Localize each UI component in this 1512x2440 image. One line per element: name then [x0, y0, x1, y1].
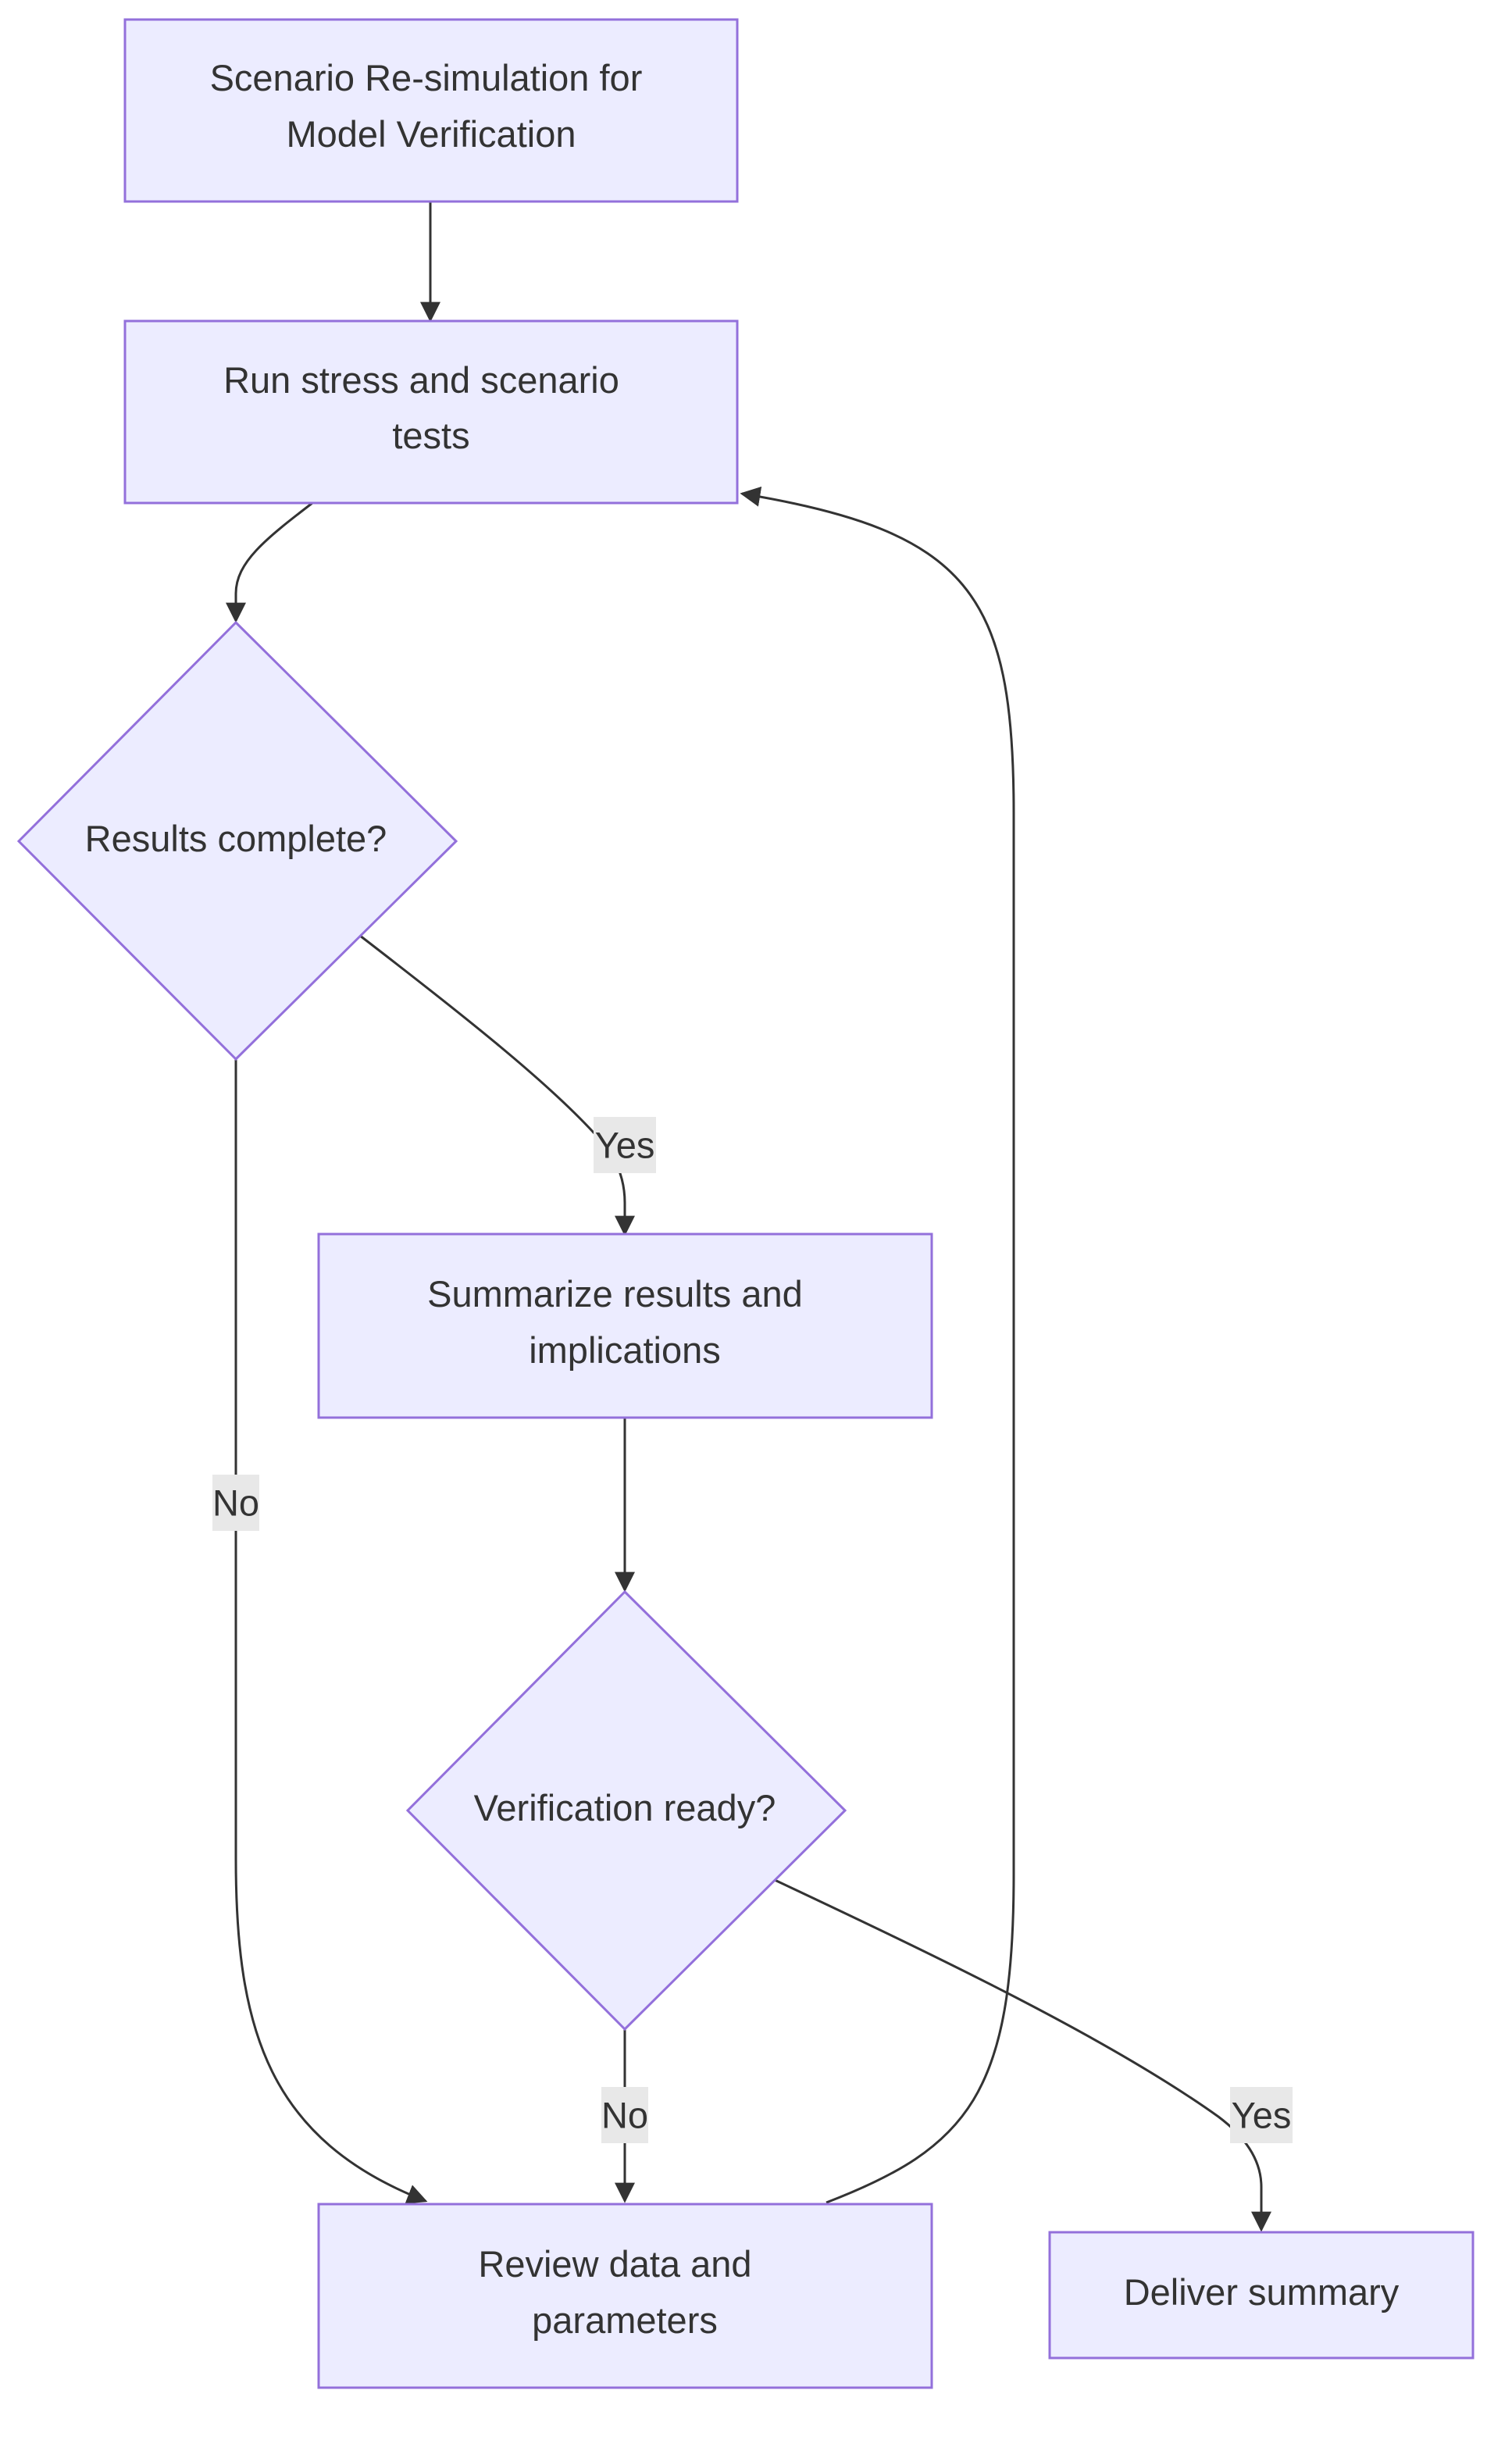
edge-label-bg — [212, 1475, 259, 1531]
edge-label-ready-no: No — [601, 2087, 648, 2143]
edge-complete-to-review — [234, 1059, 428, 2204]
edge-ready-to-deliver — [774, 1878, 1271, 2232]
node-review-label: Review data and parameters — [478, 2243, 761, 2341]
node-run-box — [123, 319, 739, 505]
node-review-box — [317, 2203, 933, 2389]
node-deliver-line-1: Deliver summary — [1124, 2271, 1400, 2313]
node-ready-diamond — [405, 1589, 847, 2032]
node-run-label: Run stress and scenario tests — [223, 359, 629, 456]
edge-run-to-complete — [226, 501, 313, 623]
edge-label-bg — [601, 2087, 648, 2143]
edges — [226, 202, 1271, 2232]
node-start-label: Scenario Re-simulation for Model Verific… — [210, 57, 653, 155]
edge-label-text: Yes — [595, 1125, 655, 1166]
node-summarize-line-2: implications — [529, 1329, 721, 1371]
node-start-line-2: Model Verification — [287, 113, 576, 155]
node-ready-line-1: Verification ready? — [474, 1787, 776, 1828]
node-deliver-label: Deliver summary — [1124, 2271, 1400, 2313]
edge-label-text: No — [212, 1482, 259, 1524]
node-summarize-line-1: Summarize results and — [427, 1273, 803, 1315]
node-start-line-1: Scenario Re-simulation for — [210, 57, 643, 98]
node-review-line-1: Review data and — [478, 2243, 751, 2285]
node-run-line-2: tests — [392, 415, 469, 456]
node-review[interactable]: Review data and parameters — [317, 2203, 933, 2389]
node-complete-label: Results complete? — [85, 818, 387, 859]
edge-label-text: No — [601, 2095, 648, 2136]
node-run[interactable]: Run stress and scenario tests — [123, 319, 739, 505]
node-summarize-label: Summarize results and implications — [427, 1273, 813, 1371]
node-ready-label: Verification ready? — [474, 1787, 776, 1828]
nodes: Scenario Re-simulation for Model Verific… — [16, 18, 1475, 2389]
node-review-line-2: parameters — [532, 2299, 718, 2341]
node-ready[interactable]: Verification ready? — [405, 1589, 847, 2032]
node-summarize[interactable]: Summarize results and implications — [317, 1232, 933, 1419]
node-deliver[interactable]: Deliver summary — [1048, 2231, 1475, 2360]
node-start[interactable]: Scenario Re-simulation for Model Verific… — [123, 18, 739, 203]
edge-label-complete-no: No — [212, 1475, 259, 1531]
edge-label-complete-yes: Yes — [594, 1117, 656, 1173]
edge-labels: Yes No No Yes — [212, 1117, 1293, 2143]
node-start-box — [123, 18, 739, 203]
node-summarize-box — [317, 1232, 933, 1419]
node-complete-line-1: Results complete? — [85, 818, 387, 859]
node-complete[interactable]: Results complete? — [16, 620, 458, 1061]
node-run-line-1: Run stress and scenario — [223, 359, 619, 401]
edge-label-bg — [1230, 2087, 1293, 2143]
edge-label-text: Yes — [1232, 2095, 1292, 2136]
edge-label-bg — [594, 1117, 656, 1173]
node-deliver-box — [1048, 2231, 1475, 2360]
edge-label-ready-yes: Yes — [1230, 2087, 1293, 2143]
edge-complete-to-summarize — [359, 934, 635, 1236]
node-complete-diamond — [16, 620, 458, 1061]
edge-review-to-run — [740, 487, 1015, 2204]
